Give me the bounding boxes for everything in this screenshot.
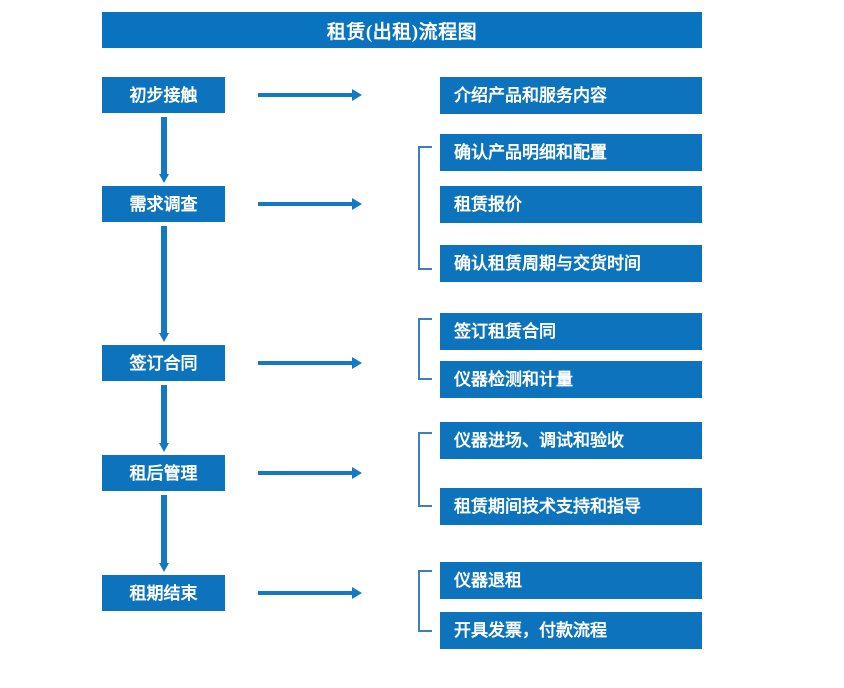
stage-box-demand-survey[interactable]: 需求调查	[102, 186, 225, 222]
detail-box-sign-rental-contract[interactable]: 签订租赁合同	[440, 313, 702, 350]
horizontal-arrow-sign-contract	[258, 357, 362, 369]
vertical-arrow-initial-to-demand	[159, 117, 169, 183]
detail-box-confirm-product-details[interactable]: 确认产品明细和配置	[440, 134, 702, 171]
horizontal-arrow-rental-end	[258, 587, 362, 599]
diagram-title: 租赁(出租)流程图	[102, 12, 702, 48]
stage-box-post-rental-management[interactable]: 租后管理	[102, 455, 225, 491]
group-bracket-sign-contract	[418, 318, 432, 380]
stage-box-initial-contact[interactable]: 初步接触	[102, 77, 225, 113]
horizontal-arrow-demand-survey	[258, 198, 362, 210]
detail-box-introduce-products[interactable]: 介绍产品和服务内容	[440, 77, 702, 114]
detail-box-technical-support[interactable]: 租赁期间技术支持和指导	[440, 488, 702, 525]
vertical-arrow-management-to-end	[159, 495, 169, 572]
detail-box-invoice-payment[interactable]: 开具发票，付款流程	[440, 612, 702, 649]
detail-box-instrument-inspection[interactable]: 仪器检测和计量	[440, 361, 702, 398]
detail-box-instrument-return[interactable]: 仪器退租	[440, 562, 702, 599]
group-bracket-rental-end	[418, 570, 432, 632]
vertical-arrow-contract-to-management	[159, 385, 169, 452]
horizontal-arrow-post-rental	[258, 467, 362, 479]
detail-box-rental-quotation[interactable]: 租赁报价	[440, 186, 702, 223]
group-bracket-post-rental	[418, 432, 432, 507]
detail-box-instrument-installation[interactable]: 仪器进场、调试和验收	[440, 422, 702, 459]
vertical-arrow-demand-to-contract	[159, 226, 169, 342]
group-bracket-demand-survey	[418, 146, 432, 270]
detail-box-confirm-rental-period[interactable]: 确认租赁周期与交货时间	[440, 245, 702, 282]
horizontal-arrow-initial-contact	[258, 89, 362, 101]
stage-box-sign-contract[interactable]: 签订合同	[102, 345, 225, 381]
stage-box-rental-end[interactable]: 租期结束	[102, 575, 225, 611]
